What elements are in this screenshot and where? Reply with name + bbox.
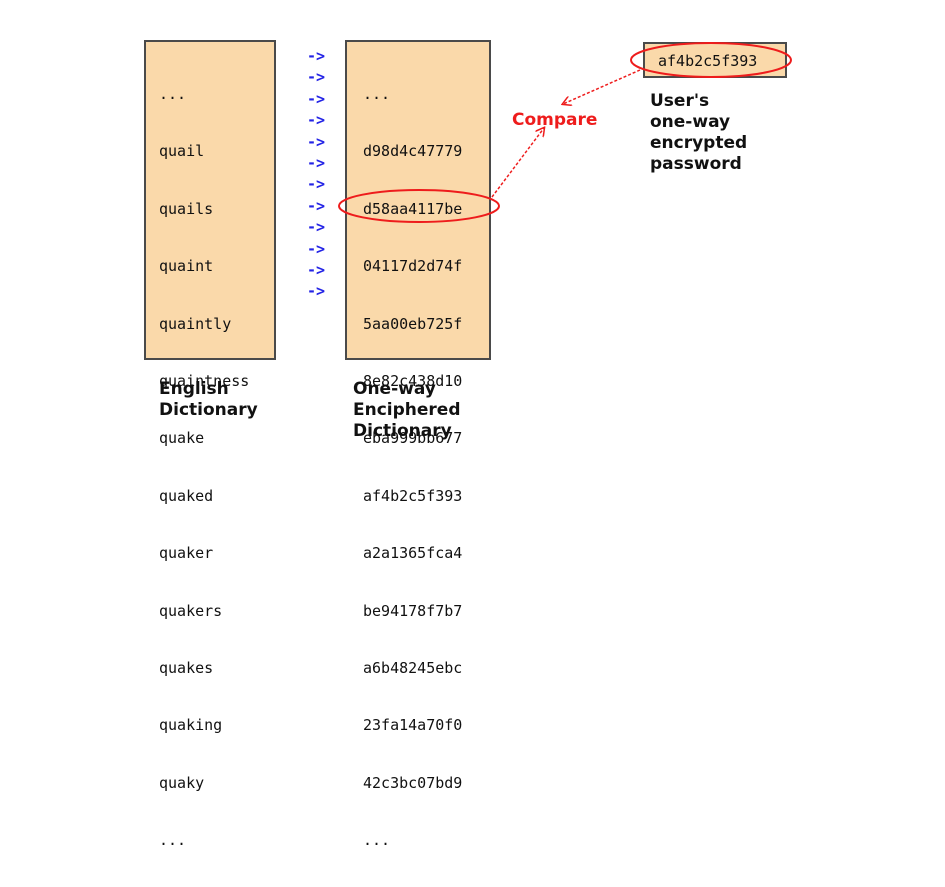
caption-line: Enciphered: [353, 400, 461, 420]
mapping-arrow: ->: [307, 111, 326, 130]
hash-entry: af4b2c5f393: [363, 486, 463, 505]
compare-label: Compare: [512, 110, 598, 130]
dictionary-word: quaky: [159, 773, 205, 792]
caption-line: encrypted: [650, 133, 748, 153]
mapping-arrow: ->: [307, 47, 326, 65]
dictionary-word: quaint: [159, 257, 214, 276]
dictionary-word: ...: [159, 831, 187, 850]
highlight-overlay: [338, 42, 792, 223]
mapping-arrow: ->: [307, 175, 326, 194]
dictionary-word: quaked: [159, 486, 214, 505]
hash-entry: 42c3bc07bd9: [363, 773, 463, 792]
dictionary-word: quakers: [159, 601, 223, 620]
mapping-arrows: -> -> -> -> -> -> -> -> -> -> -> ->: [307, 46, 325, 303]
matched-hash-highlight: [338, 189, 500, 223]
hash-entry: ...: [363, 85, 391, 103]
user-hash-highlight: [630, 42, 792, 78]
dictionary-word: quaker: [159, 544, 214, 563]
hash-entry: d58aa4117be: [363, 199, 463, 218]
mapping-arrow: ->: [307, 132, 326, 151]
english-dictionary-caption: English Dictionary: [159, 379, 258, 421]
dictionary-word: ...: [159, 85, 187, 103]
caption-line: One-way: [353, 379, 436, 399]
hash-entry: eba999bb677: [363, 429, 463, 448]
caption-line: English: [159, 379, 229, 399]
enciphered-dictionary-caption: One-way Enciphered Dictionary: [353, 379, 461, 442]
mapping-arrow: ->: [307, 153, 326, 172]
dictionary-word: quaintness: [159, 371, 250, 390]
hash-entry: 04117d2d74f: [363, 257, 463, 276]
dictionary-word: quail: [159, 142, 205, 161]
user-password-caption: User's one-way encrypted password: [650, 91, 747, 175]
mapping-arrow: ->: [307, 89, 326, 108]
hash-entry: 23fa14a70f0: [363, 716, 463, 735]
dictionary-word: quails: [159, 199, 214, 218]
compare-arrow-from-user: [563, 69, 641, 104]
hash-entry: a2a1365fca4: [363, 544, 463, 563]
hash-entry: be94178f7b7: [363, 601, 463, 620]
dictionary-word: quake: [159, 429, 205, 448]
hash-entry: a6b48245ebc: [363, 658, 463, 677]
mapping-arrow: ->: [307, 260, 326, 279]
dictionary-word: quaintly: [159, 314, 232, 333]
caption-line: User's: [650, 91, 710, 111]
mapping-arrow: ->: [307, 218, 326, 237]
dictionary-word: quakes: [159, 658, 214, 677]
caption-line: Dictionary: [159, 400, 258, 420]
compare-arrow-from-dictionary: [491, 128, 544, 198]
user-password-hash: af4b2c5f393: [658, 52, 758, 70]
hash-entry: d98d4c47779: [363, 142, 463, 161]
caption-line: one-way: [650, 112, 731, 132]
mapping-arrow: ->: [307, 239, 326, 258]
hash-entry: ...: [363, 831, 391, 850]
dictionary-word: quaking: [159, 716, 223, 735]
mapping-arrow: ->: [307, 196, 326, 215]
mapping-arrow: ->: [307, 282, 326, 301]
hash-entry: 8e82c438d10: [363, 371, 463, 390]
hash-entry: 5aa00eb725f: [363, 314, 463, 333]
caption-line: password: [650, 154, 742, 174]
caption-line: Dictionary: [353, 421, 452, 441]
mapping-arrow: ->: [307, 68, 326, 87]
